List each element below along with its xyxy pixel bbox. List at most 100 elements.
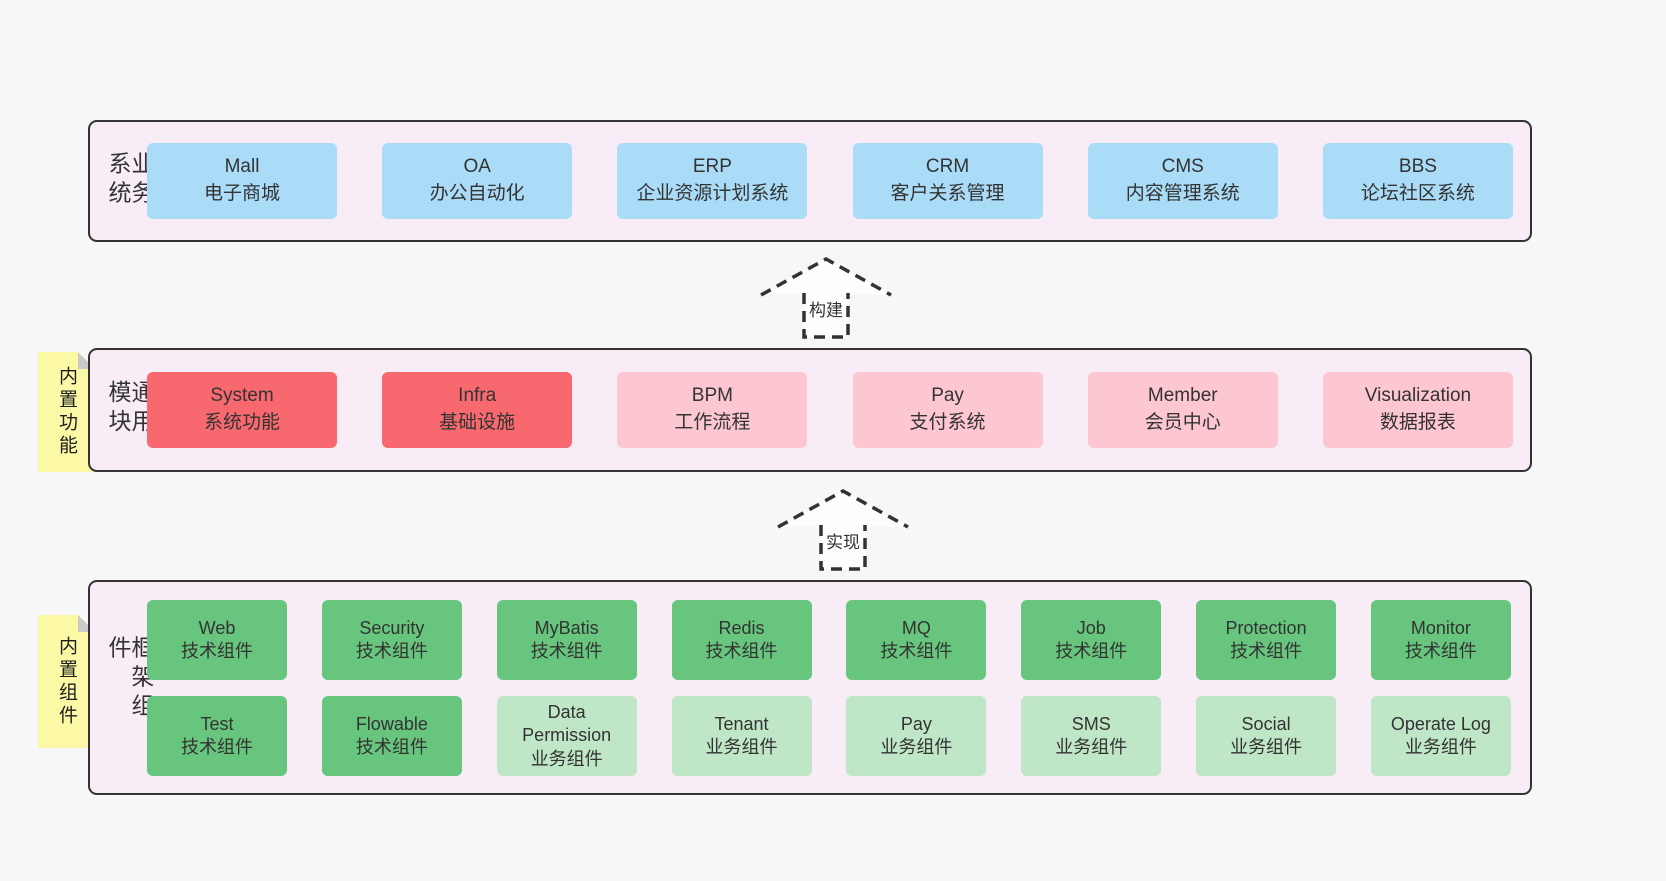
box-visualization: Visualization 数据报表 [1322, 372, 1513, 448]
box-subtitle: 技术组件 [880, 641, 953, 661]
box-subtitle: 系统功能 [203, 412, 280, 433]
box-sms: SMS 业务组件 [1021, 696, 1162, 776]
box-title: CRM [925, 156, 970, 178]
box-protection: Protection 技术组件 [1196, 600, 1337, 680]
box-subtitle: 业务组件 [1230, 737, 1303, 757]
box-subtitle: 电子商城 [203, 183, 280, 204]
box-title: CMS [1161, 156, 1204, 178]
box-subtitle: 技术组件 [355, 737, 428, 757]
common-modules-row: System 系统功能 Infra 基础设施 BPM 工作流程 Pay 支付系统… [147, 350, 1513, 470]
box-cms: CMS 内容管理系统 [1087, 143, 1278, 219]
box-oa: OA 办公自动化 [382, 143, 573, 219]
box-subtitle: 业务组件 [880, 737, 953, 757]
box-security: Security 技术组件 [321, 600, 462, 680]
box-infra: Infra 基础设施 [382, 372, 573, 448]
box-test: Test 技术组件 [147, 696, 287, 776]
box-subtitle: 技术组件 [355, 641, 428, 661]
box-title: OA [463, 156, 491, 178]
box-title: BBS [1398, 156, 1437, 178]
framework-row-1: Web 技术组件 Security 技术组件 MyBatis 技术组件 Redi… [147, 600, 1511, 680]
box-title: BPM [691, 385, 733, 407]
box-title: Pay [931, 385, 964, 407]
box-title: Data Permission [522, 701, 612, 746]
box-social: Social 业务组件 [1196, 696, 1337, 776]
box-subtitle: 技术组件 [1230, 641, 1303, 661]
box-subtitle: 办公自动化 [429, 183, 525, 204]
box-title: System [210, 385, 274, 407]
box-title: Member [1147, 385, 1218, 407]
box-subtitle: 业务组件 [1055, 737, 1128, 757]
box-title: Web [198, 617, 236, 638]
implement-arrow-icon: 实现 [777, 488, 909, 571]
box-title: Infra [458, 385, 497, 407]
build-arrow-icon: 构建 [760, 256, 892, 339]
box-subtitle: 会员中心 [1144, 412, 1221, 433]
box-pay-component: Pay 业务组件 [846, 696, 987, 776]
box-erp: ERP 企业资源计划系统 [617, 143, 808, 219]
box-subtitle: 业务组件 [1404, 737, 1477, 757]
box-title: Redis [718, 617, 765, 638]
box-web: Web 技术组件 [147, 600, 287, 680]
box-subtitle: 技术组件 [705, 641, 778, 661]
box-title: ERP [692, 156, 732, 178]
box-mq: MQ 技术组件 [846, 600, 987, 680]
box-crm: CRM 客户关系管理 [852, 143, 1043, 219]
box-title: Visualization [1364, 385, 1472, 407]
box-title: Social [1241, 713, 1291, 734]
box-title: Protection [1225, 617, 1307, 638]
box-monitor: Monitor 技术组件 [1370, 600, 1511, 680]
sticky-note-builtin-components: 内置组件 [38, 615, 95, 748]
framework-components-grid: Web 技术组件 Security 技术组件 MyBatis 技术组件 Redi… [147, 600, 1511, 776]
box-redis: Redis 技术组件 [671, 600, 812, 680]
box-subtitle: 企业资源计划系统 [636, 183, 789, 204]
box-title: MQ [901, 617, 931, 638]
box-subtitle: 技术组件 [181, 737, 253, 757]
box-title: Flowable [355, 713, 428, 734]
panel-title: 业务系统 [105, 151, 154, 210]
box-system: System 系统功能 [147, 372, 337, 448]
box-subtitle: 业务组件 [530, 748, 603, 769]
box-mall: Mall 电子商城 [147, 143, 337, 219]
box-subtitle: 技术组件 [1404, 641, 1477, 661]
box-subtitle: 工作流程 [674, 412, 751, 433]
box-member: Member 会员中心 [1087, 372, 1278, 448]
box-bbs: BBS 论坛社区系统 [1322, 143, 1513, 219]
box-title: SMS [1071, 713, 1111, 734]
sticky-label: 内置组件 [56, 635, 77, 728]
box-subtitle: 技术组件 [181, 641, 253, 661]
box-title: Operate Log [1390, 713, 1491, 734]
box-subtitle: 内容管理系统 [1125, 183, 1240, 204]
box-pay: Pay 支付系统 [852, 372, 1043, 448]
framework-row-2: Test 技术组件 Flowable 技术组件 Data Permission … [147, 696, 1511, 776]
box-subtitle: 客户关系管理 [890, 183, 1005, 204]
box-title: Security [359, 617, 425, 638]
box-subtitle: 基础设施 [439, 412, 516, 433]
sticky-label: 内置功能 [56, 366, 77, 458]
box-subtitle: 论坛社区系统 [1360, 183, 1475, 204]
framework-components-panel: 框架组件 Web 技术组件 Security 技术组件 MyBatis 技术组件… [88, 580, 1532, 795]
box-bpm: BPM 工作流程 [617, 372, 808, 448]
sticky-note-builtin-features: 内置功能 [38, 352, 95, 472]
box-job: Job 技术组件 [1021, 600, 1162, 680]
box-operate-log: Operate Log 业务组件 [1370, 696, 1511, 776]
business-systems-panel: 业务系统 Mall 电子商城 OA 办公自动化 ERP 企业资源计划系统 CRM… [88, 120, 1532, 242]
panel-title: 框架组件 [105, 634, 154, 722]
box-subtitle: 数据报表 [1379, 412, 1456, 433]
box-title: Tenant [714, 713, 769, 734]
box-title: MyBatis [534, 617, 599, 638]
panel-title: 通用模块 [105, 380, 154, 438]
build-arrow-label: 构建 [809, 301, 843, 320]
box-title: Pay [900, 713, 932, 734]
box-data-permission: Data Permission 业务组件 [496, 696, 637, 776]
box-flowable: Flowable 技术组件 [321, 696, 462, 776]
box-subtitle: 业务组件 [705, 737, 778, 757]
box-title: Job [1076, 617, 1106, 638]
box-title: Monitor [1410, 617, 1471, 638]
box-subtitle: 支付系统 [909, 412, 986, 433]
implement-arrow-label: 实现 [826, 533, 860, 552]
box-title: Mall [224, 156, 260, 178]
box-mybatis: MyBatis 技术组件 [496, 600, 637, 680]
common-modules-panel: 通用模块 System 系统功能 Infra 基础设施 BPM 工作流程 Pay… [88, 348, 1532, 472]
business-systems-row: Mall 电子商城 OA 办公自动化 ERP 企业资源计划系统 CRM 客户关系… [147, 122, 1513, 240]
